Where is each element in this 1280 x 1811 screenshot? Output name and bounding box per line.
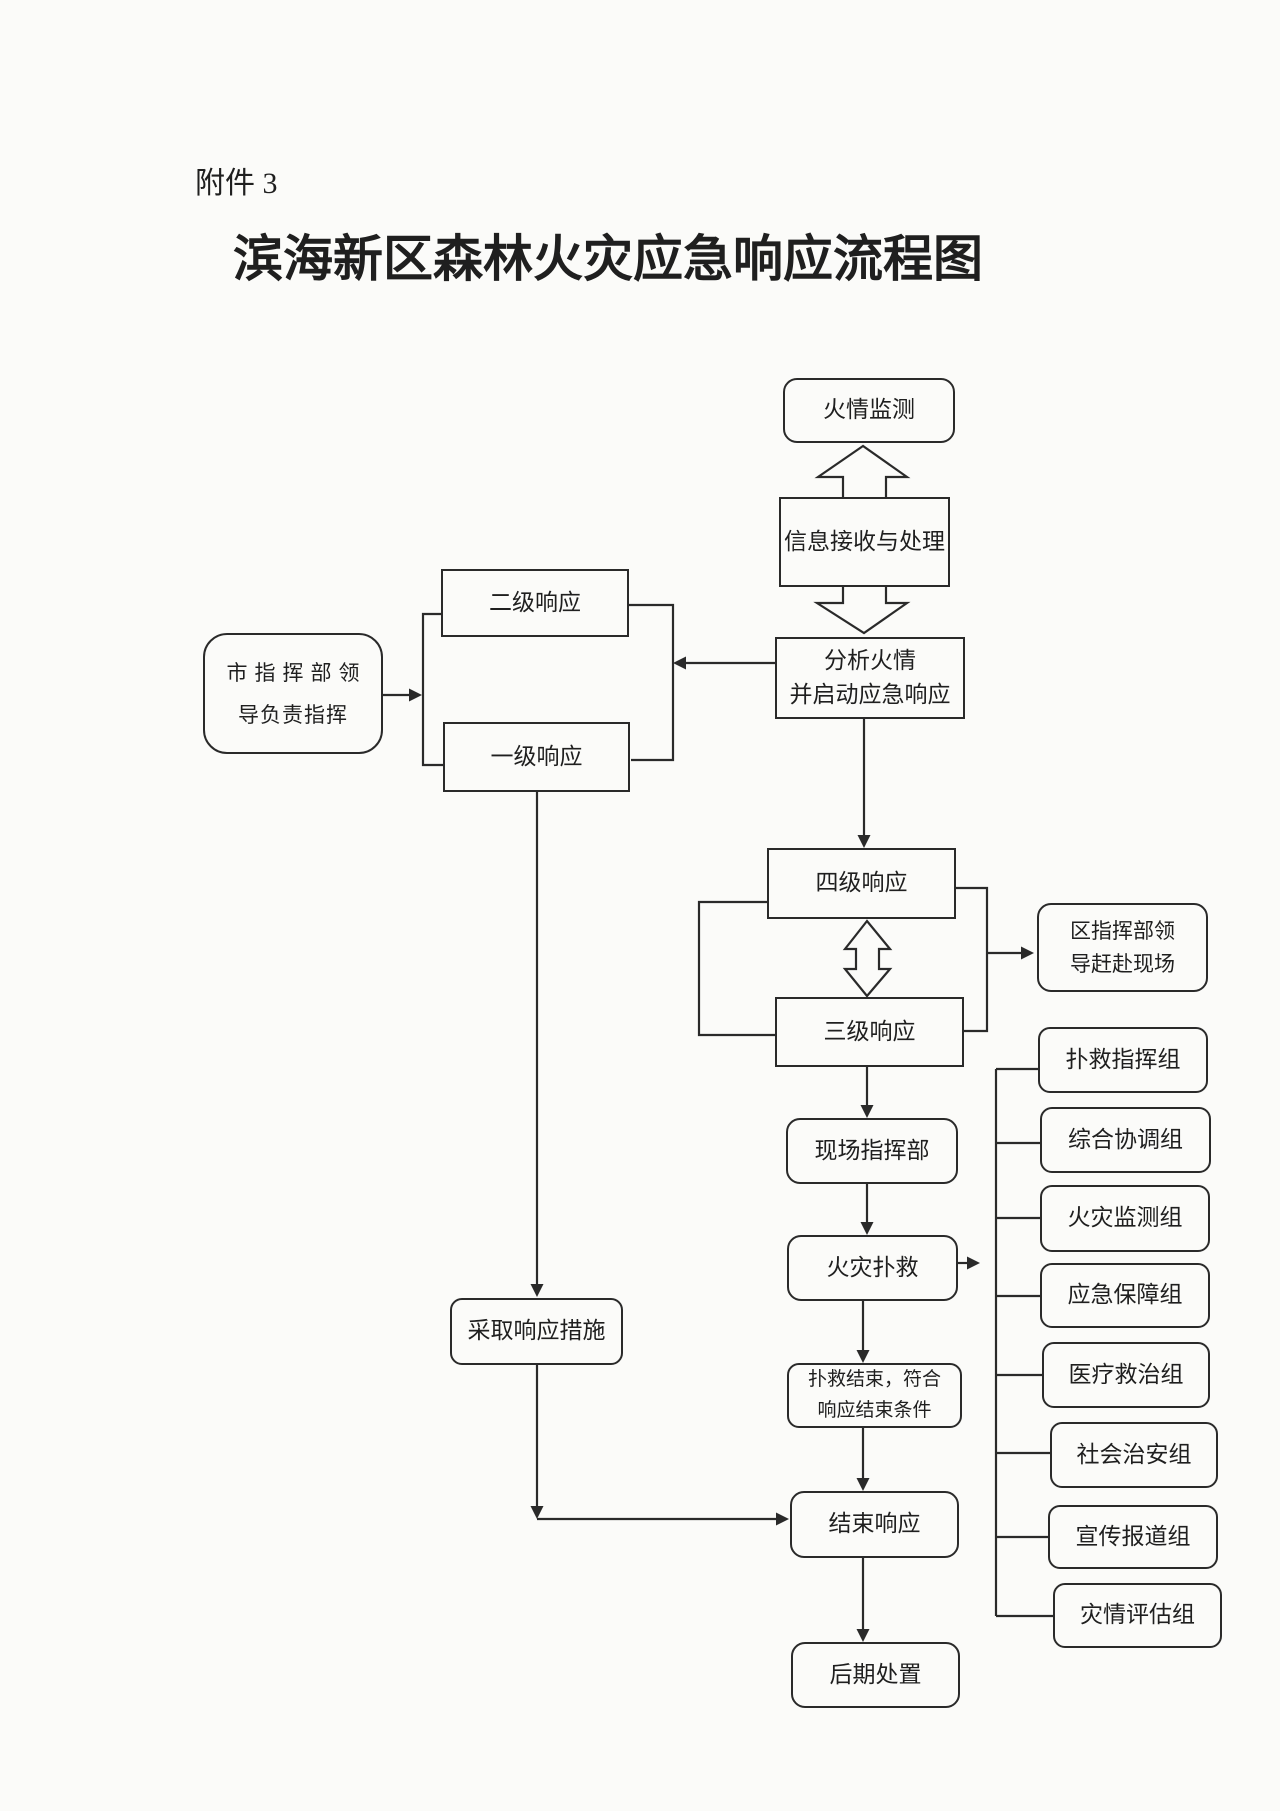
arrowhead [409, 688, 422, 702]
double-block-arrow [842, 919, 893, 998]
node-post-disposal: 后期处置 [791, 1642, 960, 1708]
block-arrow-up [814, 444, 911, 501]
arrowhead [1021, 946, 1034, 960]
node-group-disaster-assessment: 灾情评估组 [1053, 1583, 1222, 1648]
node-firefighting: 火灾扑救 [787, 1235, 958, 1301]
node-end-condition: 扑救结束，符合 响应结束条件 [787, 1363, 962, 1428]
bracket-levels-left [421, 612, 444, 767]
node-district-command-line2: 导赶赴现场 [1070, 951, 1175, 976]
node-fire-monitoring: 火情监测 [783, 378, 955, 443]
node-group-medical: 医疗救治组 [1042, 1342, 1210, 1408]
node-onsite-command: 现场指挥部 [786, 1118, 958, 1184]
node-group-public-security: 社会治安组 [1050, 1422, 1218, 1488]
arrowhead [530, 1506, 544, 1519]
node-response-measures: 采取响应措施 [450, 1298, 623, 1365]
node-level4-response: 四级响应 [767, 848, 956, 919]
node-level1-response: 一级响应 [443, 722, 630, 792]
node-level3-response: 三级响应 [775, 997, 964, 1067]
node-group-emergency-support: 应急保障组 [1040, 1263, 1210, 1328]
node-analyze-line2: 并启动应急响应 [789, 682, 951, 707]
node-group-publicity: 宣传报道组 [1048, 1505, 1218, 1569]
arrowhead [530, 1284, 544, 1297]
node-level2-response: 二级响应 [441, 569, 629, 637]
node-analyze-fire: 分析火情 并启动应急响应 [775, 637, 965, 719]
arrowhead [967, 1256, 980, 1270]
bracket-l4l3-right [955, 886, 989, 1033]
node-end-response: 结束响应 [790, 1491, 959, 1558]
attachment-label: 附件 3 [195, 167, 278, 200]
arrowhead [857, 835, 871, 848]
node-city-command-line1: 市指挥部领 [226, 660, 367, 685]
node-group-firefight-command: 扑救指挥组 [1038, 1027, 1208, 1093]
bracket-levels-right [628, 603, 675, 762]
block-arrow-down [813, 583, 911, 635]
node-city-command-line2: 导负责指挥 [238, 702, 348, 727]
node-end-condition-line1: 扑救结束，符合 [807, 1369, 941, 1391]
arrowhead [860, 1105, 874, 1118]
node-end-condition-line2: 响应结束条件 [817, 1399, 932, 1421]
node-group-coordination: 综合协调组 [1040, 1107, 1211, 1173]
arrowhead [856, 1350, 870, 1363]
node-analyze-line1: 分析火情 [824, 647, 916, 673]
node-district-command: 区指挥部领 导赶赴现场 [1037, 903, 1208, 992]
node-info-processing: 信息接收与处理 [779, 497, 950, 587]
node-group-fire-monitoring: 火灾监测组 [1040, 1185, 1210, 1252]
arrowhead [856, 1629, 870, 1642]
bracket-l4l3-left [697, 900, 776, 1037]
arrowhead [860, 1222, 874, 1235]
arrowhead [776, 1512, 789, 1526]
arrowhead [673, 656, 686, 670]
node-district-command-line1: 区指挥部领 [1070, 918, 1175, 943]
arrowhead [856, 1478, 870, 1491]
page-title: 滨海新区森林火灾应急响应流程图 [233, 231, 983, 287]
node-city-command: 市指挥部领 导负责指挥 [203, 633, 383, 754]
